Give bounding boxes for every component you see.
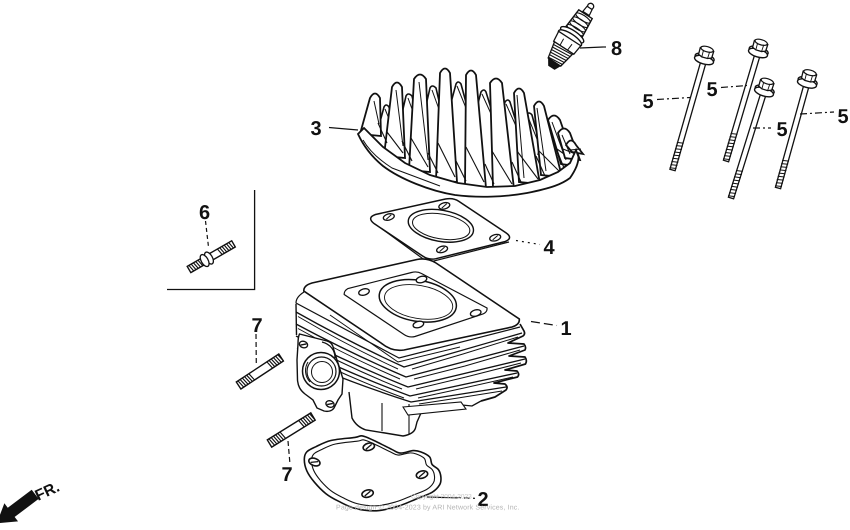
svg-text:5: 5 [837, 106, 848, 128]
svg-text:5: 5 [776, 119, 787, 141]
svg-text:7: 7 [281, 464, 292, 486]
svg-text:3: 3 [310, 118, 321, 140]
svg-text:Copyright 2004-2023: Copyright 2004-2023 [411, 494, 472, 501]
svg-text:7: 7 [251, 315, 262, 337]
svg-text:5: 5 [706, 79, 717, 101]
svg-text:4: 4 [543, 237, 555, 259]
svg-text:6: 6 [199, 202, 210, 224]
svg-text:8: 8 [611, 38, 622, 60]
svg-text:5: 5 [642, 91, 653, 113]
svg-text:Page design © 2004-2023 by ARI: Page design © 2004-2023 by ARI Network S… [336, 504, 520, 512]
svg-text:1: 1 [560, 318, 571, 340]
svg-text:2: 2 [477, 489, 488, 511]
